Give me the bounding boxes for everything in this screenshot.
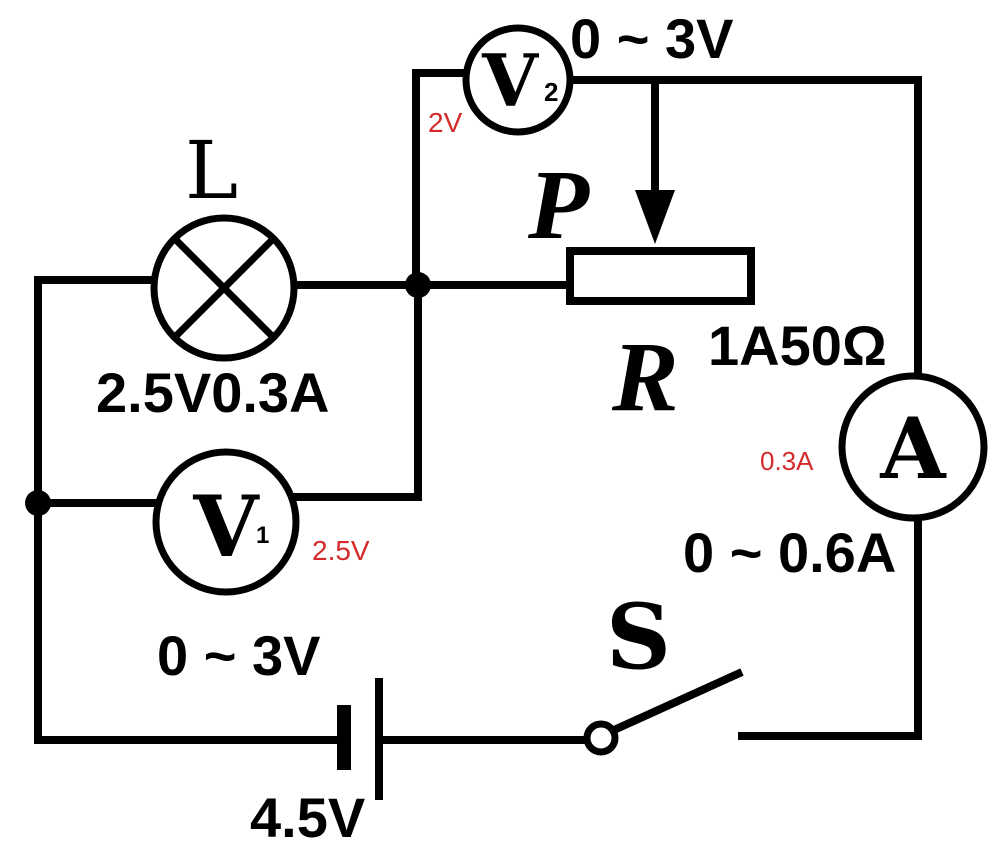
ammeter-range: 0 ~ 0.6A: [683, 521, 896, 584]
lamp-symbol-label: L: [185, 124, 238, 217]
junction-dot-top: [405, 272, 431, 298]
junction-dot-left: [25, 490, 51, 516]
slider-label: P: [527, 149, 590, 260]
rheostat-rating: 1A50Ω: [708, 314, 887, 377]
wires: [34, 69, 922, 744]
voltmeter-1-reading: 2.5V: [312, 535, 370, 566]
voltmeter-1-circle: [152, 448, 300, 596]
ammeter-circle: [838, 372, 988, 522]
voltmeter-1-subscript: 1: [256, 522, 269, 549]
ammeter-reading: 0.3A: [760, 446, 814, 476]
switch-lever: [612, 668, 744, 734]
voltmeter-2-circle: [462, 24, 574, 136]
rheostat-body: [566, 247, 755, 305]
switch-label: S: [606, 584, 671, 690]
voltmeter-2: V 2: [462, 24, 574, 136]
slider-arrowhead: [635, 190, 675, 244]
voltmeter-2-range: 0 ~ 3V: [570, 7, 733, 70]
voltmeter-1: V 1: [152, 448, 300, 596]
switch-pivot: [583, 720, 619, 756]
rheostat-label: R: [611, 321, 679, 432]
voltmeter-2-subscript: 2: [544, 77, 558, 107]
ammeter: A: [838, 372, 988, 522]
lamp-cross-2: [172, 236, 276, 340]
voltmeter-2-reading: 2V: [428, 107, 463, 138]
voltmeter-1-range: 0 ~ 3V: [157, 624, 320, 687]
lamp: [150, 214, 298, 362]
battery: [337, 678, 383, 800]
voltmeter-2-letter: V: [481, 38, 539, 123]
battery-voltage: 4.5V: [250, 786, 365, 848]
ammeter-letter: A: [879, 399, 947, 498]
switch: [583, 668, 744, 756]
lamp-rating: 2.5V0.3A: [96, 361, 330, 424]
voltmeter-1-letter: V: [192, 477, 260, 576]
